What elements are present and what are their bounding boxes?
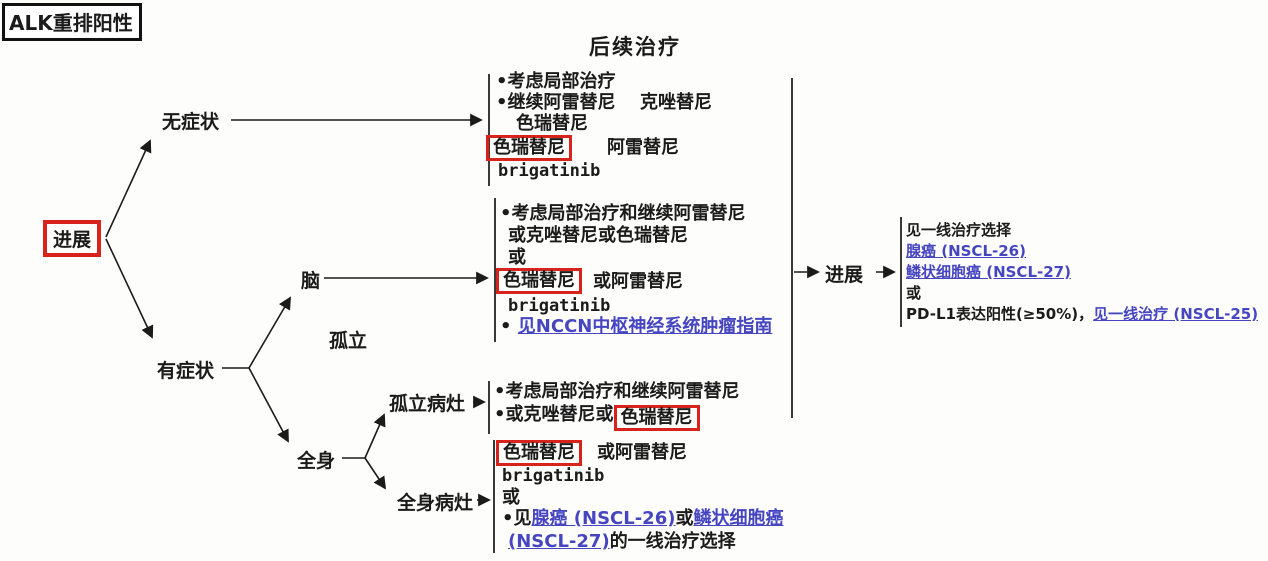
brigatinib-text: brigatinib (508, 296, 611, 316)
flow-arrows (105, 113, 896, 507)
or-text: 或 (502, 487, 520, 508)
option-line: 色瑞替尼或阿雷替尼 (494, 439, 824, 466)
see-text: •见 (502, 508, 532, 529)
node-isolated: 孤立 (329, 330, 368, 352)
option-line: •考虑局部治疗和继续阿雷替尼 (494, 381, 740, 402)
nccn-cns-guideline-link[interactable]: 见NCCN中枢神经系统肿瘤指南 (517, 316, 773, 337)
node-progression: 进展 (43, 220, 102, 257)
node-systemic: 全身 (297, 450, 336, 472)
node-symptomatic: 有症状 (157, 360, 215, 382)
arrow-systemic-to-isolated-lesion (364, 413, 386, 459)
first-line-selection-text: 的一线治疗选择 (609, 531, 736, 552)
option-line: •继续阿雷替尼 克唑替尼 (486, 92, 796, 113)
node-systemic-lesions: 全身病灶 (397, 492, 474, 514)
node-brain: 脑 (301, 270, 321, 292)
or-alectinib-text: 或阿雷替尼 (593, 271, 683, 292)
ceritinib-text: 色瑞替尼 (516, 113, 588, 134)
alectinib-text: 阿雷替尼 (607, 137, 679, 158)
brain-options-block: •考虑局部治疗和继续阿雷替尼 或克唑替尼或色瑞替尼 或 色瑞替尼或阿雷替尼 br… (494, 203, 804, 338)
arrow-progression-to-asymptomatic (105, 139, 152, 238)
option-line: PD-L1表达阳性(≥50%)，见一线治疗 (NSCL-25) (906, 304, 1266, 326)
pdl1-text: PD-L1表达阳性(≥50%)， (906, 305, 1094, 323)
option-line: •考虑局部治疗 (496, 71, 616, 92)
ceritinib-highlight-box: 色瑞替尼 (496, 268, 582, 294)
arrow-progression-to-symptomatic (105, 238, 154, 339)
alk-positive-label: ALK重排阳性 (2, 3, 142, 41)
or-text: 或 (508, 247, 526, 268)
brigatinib-text: brigatinib (498, 161, 601, 181)
option-line: 色瑞替尼 阿雷替尼 (486, 134, 796, 161)
isolated-lesion-options-block: •考虑局部治疗和继续阿雷替尼 •或克唑替尼或色瑞替尼 (486, 381, 796, 434)
option-line: 或克唑替尼或色瑞替尼 (508, 225, 688, 246)
bullet: • (500, 316, 512, 337)
option-line: (NSCL-27)的一线治疗选择 (494, 531, 824, 553)
option-line: •见腺癌 (NSCL-26)或鳞状细胞癌 (494, 508, 824, 531)
see-first-line-text: 见一线治疗选择 (906, 221, 1012, 239)
option-line: 鳞状细胞癌 (NSCL-27) (906, 262, 1266, 283)
option-line: 色瑞替尼或阿雷替尼 (494, 267, 804, 295)
nscl27-link[interactable]: (NSCL-27) (508, 531, 610, 552)
or-text: 或 (906, 284, 922, 302)
arrow-symptomatic-to-systemic (248, 367, 289, 443)
or-crizotinib-text: •或克唑替尼或 (494, 404, 614, 425)
ceritinib-highlight-box: 色瑞替尼 (486, 135, 572, 161)
page-title: 后续治疗 (589, 35, 681, 59)
node-asymptomatic: 无症状 (162, 111, 220, 133)
first-line-nscl25-link[interactable]: 见一线治疗 (NSCL-25) (1093, 305, 1259, 323)
crizotinib-text: 克唑替尼 (640, 92, 712, 113)
systemic-lesions-options-block: 色瑞替尼或阿雷替尼 brigatinib 或 •见腺癌 (NSCL-26)或鳞状… (494, 439, 824, 553)
brigatinib-text: brigatinib (502, 466, 605, 486)
ceritinib-highlight-box: 色瑞替尼 (613, 405, 700, 431)
adenocarcinoma-nscl26-link[interactable]: 腺癌 (NSCL-26) (906, 242, 1026, 260)
block-bars (488, 74, 902, 553)
squamous-carcinoma-link[interactable]: 鳞状细胞癌 (693, 508, 784, 529)
ceritinib-highlight-box: 色瑞替尼 (496, 440, 582, 466)
arrow-symptomatic-to-brain (248, 296, 291, 369)
subsequent-progression-block: 见一线治疗选择 腺癌 (NSCL-26) 鳞状细胞癌 (NSCL-27) 或 P… (906, 220, 1266, 326)
adenocarcinoma-nscl26-link[interactable]: 腺癌 (NSCL-26) (531, 508, 676, 529)
or-text: 或 (675, 508, 694, 529)
option-line: • 见NCCN中枢神经系统肿瘤指南 (494, 316, 804, 338)
arrow-systemic-to-systemic-lesions (364, 457, 387, 490)
option-line: 腺癌 (NSCL-26) (906, 241, 1266, 262)
option-line: •考虑局部治疗和继续阿雷替尼 (500, 203, 746, 224)
node-isolated-lesion: 孤立病灶 (389, 393, 466, 415)
option-line: •或克唑替尼或色瑞替尼 (486, 404, 796, 434)
continue-alectinib-text: •继续阿雷替尼 (496, 92, 616, 113)
or-alectinib-text: 或阿雷替尼 (597, 442, 687, 463)
asymptomatic-options-block: •考虑局部治疗 •继续阿雷替尼克唑替尼 色瑞替尼 色瑞替尼阿雷替尼 brigat… (486, 71, 796, 183)
node-progression-2: 进展 (825, 264, 864, 286)
squamous-nscl27-link[interactable]: 鳞状细胞癌 (NSCL-27) (906, 263, 1071, 281)
